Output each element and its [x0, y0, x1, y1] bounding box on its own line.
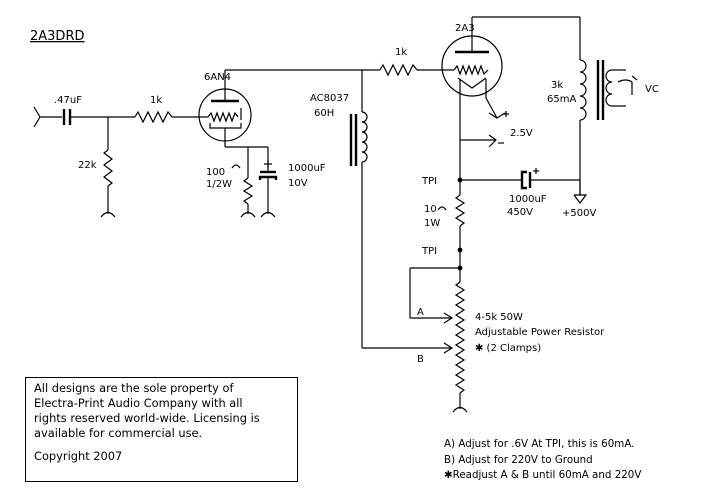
- sense-resistor: [454, 180, 466, 250]
- tp1-label: TPI: [421, 176, 437, 187]
- copyright-box: All designs are the sole property of Ele…: [25, 377, 298, 482]
- choke-value-label: 60H: [314, 108, 334, 119]
- driver-tube: [198, 88, 252, 142]
- tap-a-label: A: [417, 307, 424, 318]
- cathode-res-label: 100: [206, 167, 225, 178]
- cathode-cap-label: 1000uF: [288, 163, 326, 174]
- ground-symbol-2: [240, 210, 256, 218]
- power-res-desc-label: Adjustable Power Resistor: [475, 327, 605, 338]
- ot-impedance-label: 3k: [551, 80, 563, 91]
- grid-stopper-resistor: [370, 63, 448, 77]
- clamps-note-label: ✱ (2 Clamps): [475, 343, 541, 354]
- note-a: A) Adjust for .6V At TPI, this is 60mA.: [444, 438, 635, 450]
- ground-symbol-4: [452, 405, 468, 413]
- input-res-label: 1k: [150, 95, 162, 106]
- sense-res-label: 10: [424, 204, 437, 215]
- copyright-year: Copyright 2007: [34, 449, 123, 463]
- bypass-cap-voltage-label: 450V: [507, 207, 533, 218]
- grid-leak-label: 22k: [78, 160, 97, 171]
- bypass-cap-label: 1000uF: [509, 194, 547, 205]
- copyright-line: available for commercial use.: [34, 426, 203, 440]
- tp2-label: TPI: [421, 246, 437, 257]
- filament-voltage-label: 2.5V: [510, 128, 533, 139]
- note-readjust: ✱Readjust A & B until 60mA and 220V: [444, 469, 642, 481]
- cathode-res-power-label: 1/2W: [206, 179, 232, 190]
- grid-leak-resistor: [103, 117, 113, 210]
- supply-voltage-label: +500V: [562, 208, 596, 219]
- power-resistor: [454, 268, 466, 405]
- b-plus-supply: [573, 180, 588, 204]
- adjustment-notes: A) Adjust for .6V At TPI, this is 60mA. …: [444, 437, 641, 484]
- plate-choke: [349, 70, 454, 354]
- input-cap-label: .47uF: [54, 95, 82, 106]
- sense-res-power-label: 1W: [424, 218, 440, 229]
- ground-symbol-3: [260, 210, 276, 218]
- input-capacitor: [62, 109, 135, 125]
- output-label: VC: [645, 84, 659, 95]
- power-res-label: 4-5k 50W: [475, 312, 523, 323]
- output-tube-label: 2A3: [455, 23, 475, 34]
- output-tube: [441, 17, 503, 140]
- copyright-line: Electra-Print Audio Company with all: [34, 396, 243, 410]
- note-b: B) Adjust for 220V to Ground: [444, 453, 593, 466]
- input-resistor: [134, 110, 200, 124]
- copyright-line: All designs are the sole property of: [34, 381, 234, 395]
- cathode-capacitor: [258, 147, 278, 210]
- copyright-line: rights reserved world-wide. Licensing is: [34, 411, 260, 425]
- ohm-icon-2: [437, 206, 447, 211]
- ohm-icon: [231, 164, 241, 169]
- grid-res-label: 1k: [395, 47, 407, 58]
- filament-supply: [460, 97, 509, 148]
- choke-part-label: AC8037: [310, 93, 349, 104]
- cathode-cap-voltage-label: 10V: [288, 178, 308, 189]
- output-transformer: [579, 17, 638, 195]
- bypass-capacitor: [460, 168, 580, 190]
- schematic-title: 2A3DRD: [30, 29, 85, 44]
- ot-current-label: 65mA: [547, 94, 576, 105]
- driver-tube-label: 6AN4: [204, 72, 231, 83]
- tap-b-label: B: [417, 354, 424, 365]
- tap-a-wire: [409, 267, 460, 324]
- cathode-resistor: [242, 147, 254, 210]
- ground-symbol-1: [100, 210, 116, 218]
- input-terminal: [33, 106, 62, 128]
